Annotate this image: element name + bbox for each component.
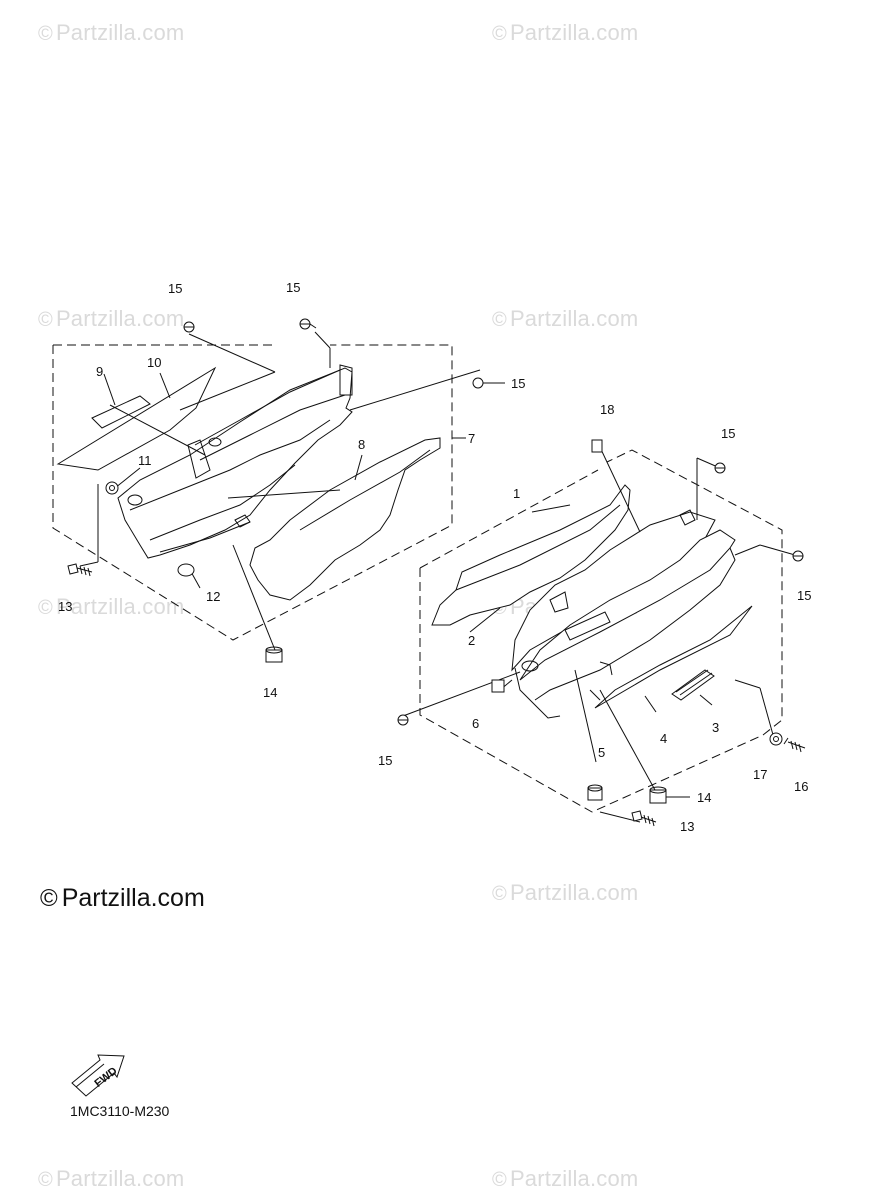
part-9-emblem [91,395,151,429]
callout-labels: 15 15 15 10 9 8 7 11 12 13 14 18 15 1 15… [58,280,811,834]
right-fasteners [397,439,806,827]
partzilla-logo: ©Partzilla.com [40,884,205,912]
watermark: ©Partzilla.com [492,880,639,905]
watermark: ©Partzilla.com [492,1166,639,1191]
watermark: ©Partzilla.com [492,306,639,331]
callout-13: 13 [680,819,694,834]
callout-14: 14 [697,790,711,805]
callout-4: 4 [660,731,667,746]
callout-9: 9 [96,364,103,379]
watermark: ©Partzilla.com [38,594,185,619]
callout-3: 3 [712,720,719,735]
callout-6: 6 [472,716,479,731]
watermark: ©Partzilla.com [38,1166,185,1191]
callout-5: 5 [598,745,605,760]
fwd-arrow-icon [71,1054,125,1097]
part-8-panel [249,437,441,601]
part-3-emblem [671,669,715,701]
callout-17: 17 [753,767,767,782]
right-assembly-boundary [419,449,783,813]
callout-8: 8 [358,437,365,452]
callout-13: 13 [58,599,72,614]
part-2-side-cover [511,509,736,719]
callout-15: 15 [286,280,300,295]
part-1-panel [431,484,631,626]
callout-15: 15 [511,376,525,391]
callout-11: 11 [138,453,152,468]
left-fasteners [67,318,505,663]
part-4-decal [594,605,753,709]
left-assembly-boundary [52,344,453,641]
left-side-cover [117,364,353,559]
diagram-code: 1MC3110-M230 [70,1103,170,1119]
callout-1: 1 [513,486,520,501]
callout-16: 16 [794,779,808,794]
watermark: ©Partzilla.com [38,20,185,45]
callout-15: 15 [797,588,811,603]
callout-2: 2 [468,633,475,648]
callout-14: 14 [263,685,277,700]
callout-10: 10 [147,355,161,370]
callout-7: 7 [468,431,475,446]
callout-15: 15 [168,281,182,296]
watermark: ©Partzilla.com [38,306,185,331]
callout-18: 18 [600,402,614,417]
callout-12: 12 [206,589,220,604]
callout-15: 15 [721,426,735,441]
left-leader-lines [79,331,481,651]
callout-15: 15 [378,753,392,768]
watermark: ©Partzilla.com [492,20,639,45]
